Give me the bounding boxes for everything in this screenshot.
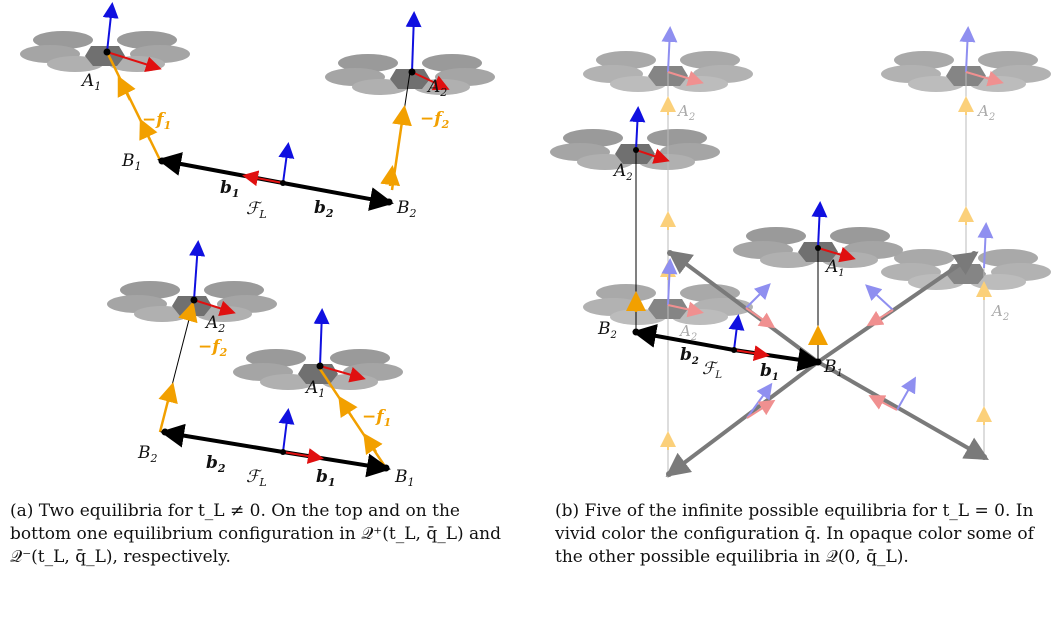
label-b2: B2 [597, 319, 617, 341]
label-a2-ghost: A2 [990, 302, 1009, 323]
label-bb1: b1 [760, 361, 779, 383]
label-minus-f1: −f1 [362, 407, 391, 429]
label-bb2: b2 [206, 453, 226, 475]
panel-a-top: A1 A2 −f1 −f2 B1 B2 b1 b2 ℱL [20, 2, 495, 221]
panel-a-bottom: A2 A1 −f2 −f1 B2 B1 b2 b1 ℱL [107, 240, 415, 489]
label-frame: ℱL [246, 199, 267, 221]
label-a2: A2 [426, 77, 447, 99]
label-bb2: b2 [680, 345, 699, 367]
axis-x-icon [106, 51, 162, 73]
caption-a: (a) Two equilibria for t_L ≠ 0. On the t… [10, 501, 502, 567]
label-minus-f2: −f2 [420, 109, 450, 131]
label-a2-ghost: A2 [676, 102, 695, 123]
label-a1: A1 [304, 378, 325, 400]
label-bb2: b2 [314, 198, 334, 220]
label-b1: B1 [121, 151, 142, 173]
cable-1 [105, 51, 162, 161]
label-a2: A2 [612, 161, 633, 183]
axis-z-icon [102, 2, 119, 53]
figure: A1 A2 −f1 −f2 B1 B2 b1 b2 ℱL A2 A1 [20, 2, 1051, 489]
label-a1: A1 [80, 71, 101, 93]
label-b1: B1 [823, 357, 843, 379]
label-bb1: b1 [316, 467, 336, 489]
bar-b2 [282, 181, 394, 211]
panel-b: A2 A2 A2 A2 A2 A1 B2 B1 b2 b1 ℱL [550, 26, 1051, 478]
label-b1: B1 [394, 467, 415, 489]
label-b2: B2 [396, 198, 417, 220]
label-a2: A2 [204, 313, 225, 335]
label-b2: B2 [137, 443, 158, 465]
label-frame: ℱL [246, 467, 267, 489]
caption-b: (b) Five of the infinite possible equili… [555, 501, 1034, 567]
label-a2-ghost: A2 [678, 322, 697, 343]
label-minus-f1: −f1 [142, 110, 171, 132]
label-minus-f2: −f2 [198, 337, 228, 359]
label-a2-ghost: A2 [976, 102, 995, 123]
label-a1: A1 [824, 257, 845, 279]
label-bb1: b1 [220, 178, 240, 200]
label-frame: ℱL [702, 359, 722, 381]
